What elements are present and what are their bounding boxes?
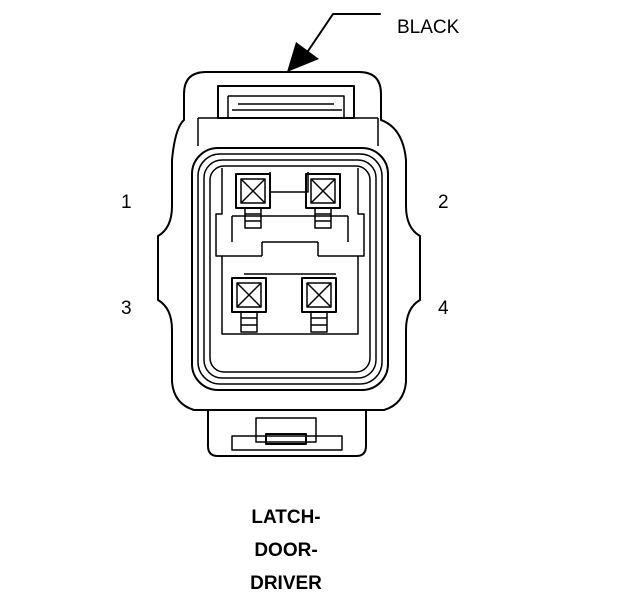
color-label: BLACK — [397, 17, 460, 38]
connector-title-line-2: DOOR- — [254, 540, 317, 561]
pin-label-2: 2 — [438, 192, 449, 213]
pin-label-1: 1 — [121, 192, 132, 213]
color-callout-leader — [287, 13, 381, 72]
pin-label-4: 4 — [438, 298, 449, 319]
pin-label-3: 3 — [121, 298, 132, 319]
inner-seal-outlines — [191, 147, 389, 391]
terminal-cavity-2 — [305, 173, 341, 229]
top-latch — [197, 85, 379, 146]
terminal-cavity-3 — [231, 277, 267, 333]
cavity-block — [215, 168, 365, 335]
connector-title-line-1: LATCH- — [251, 507, 320, 528]
connector-title-line-3: DRIVER — [250, 573, 322, 594]
connector-housing — [157, 71, 421, 411]
terminal-cavity-1 — [235, 173, 271, 229]
bottom-lock-tab — [207, 409, 367, 457]
callout-arrowhead — [287, 42, 319, 72]
terminal-cavity-4 — [301, 277, 337, 333]
